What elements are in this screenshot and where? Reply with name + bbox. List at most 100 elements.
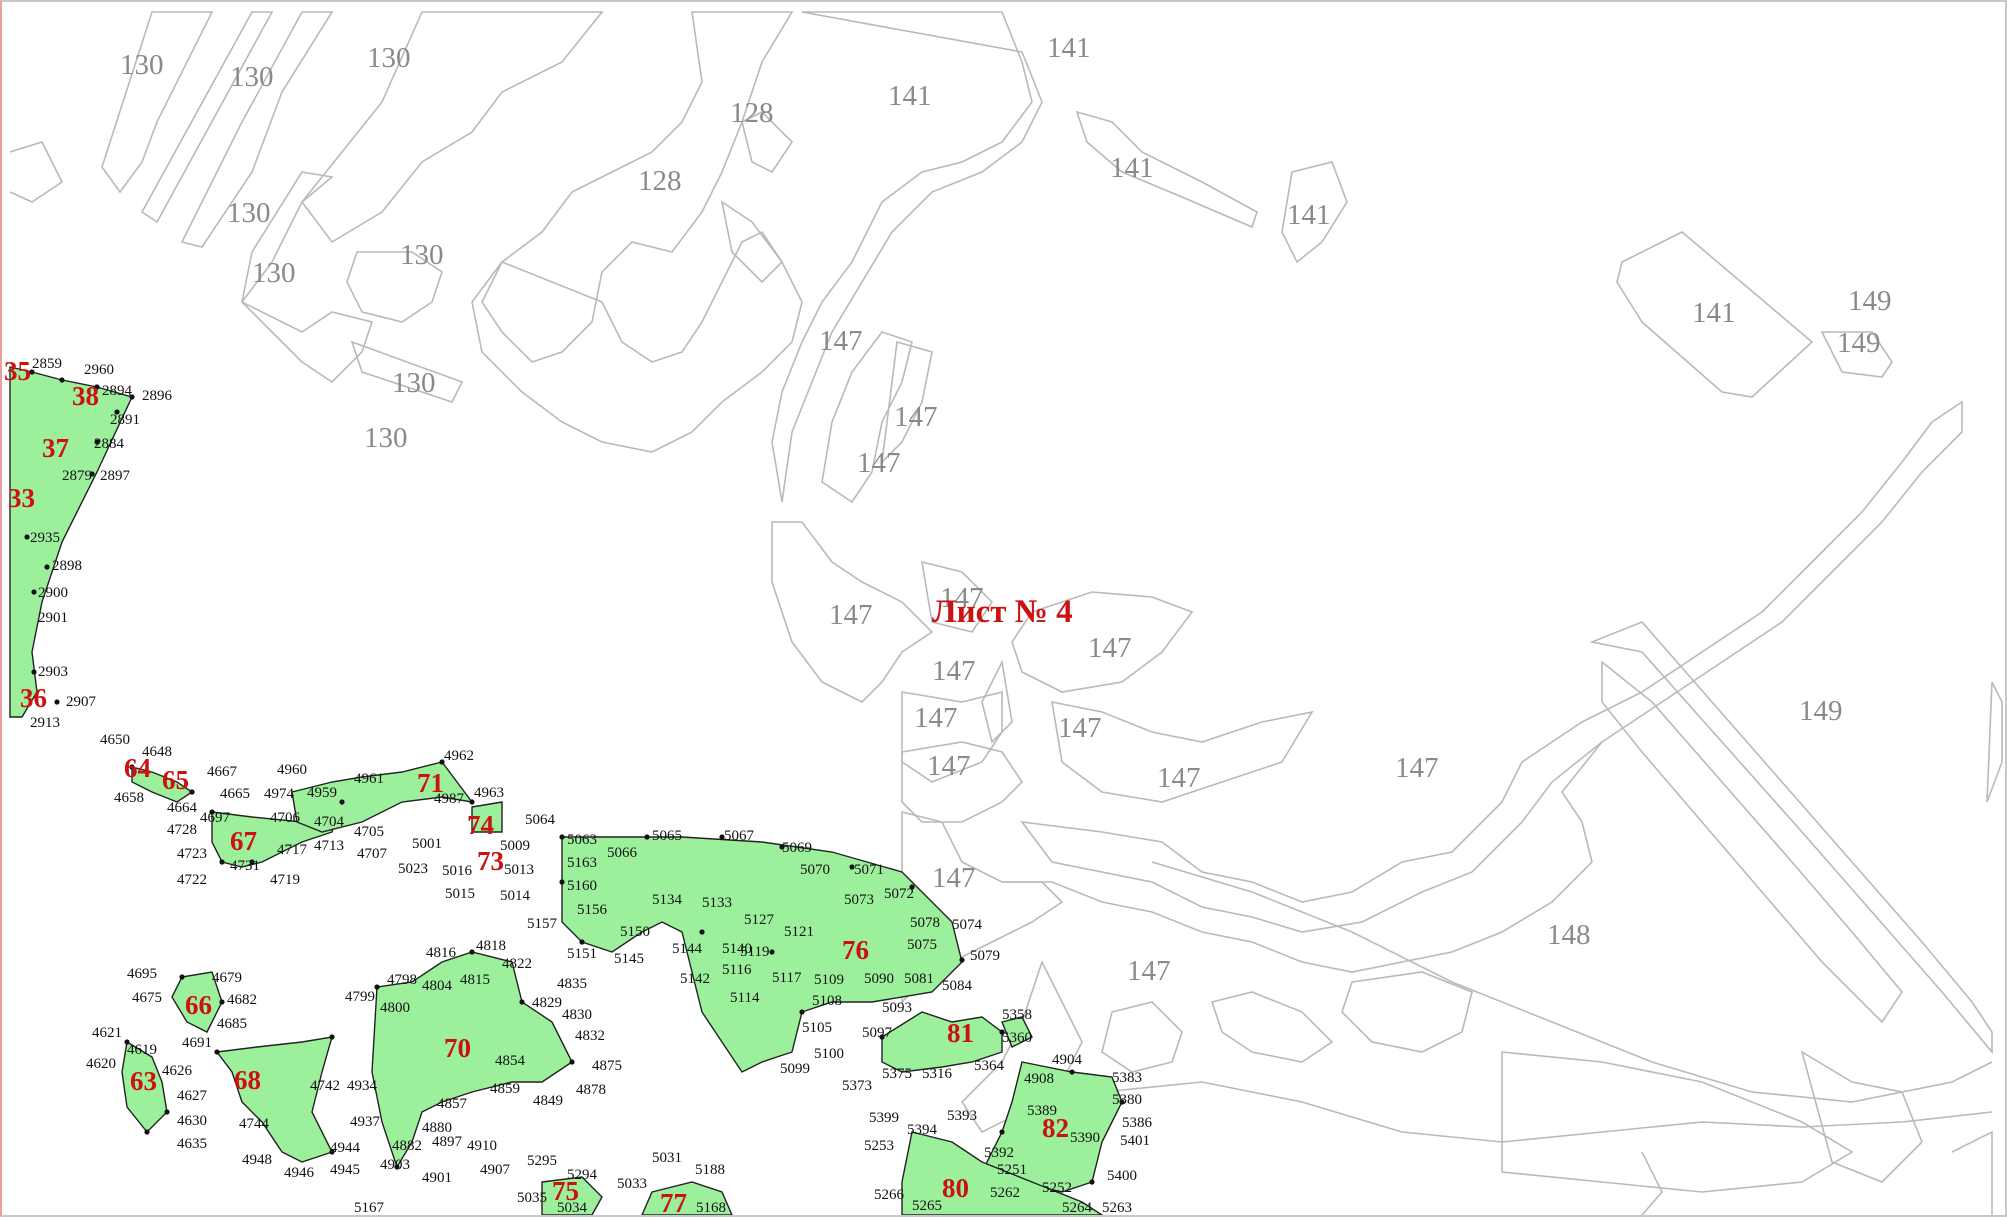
zone-label: 147	[1127, 955, 1171, 987]
zone-boundary	[1601, 660, 1903, 1024]
plot-shape[interactable]	[371, 951, 573, 1169]
point-label: 4910	[467, 1138, 497, 1154]
point-label: 5156	[577, 902, 608, 918]
vertex-point	[394, 1164, 400, 1170]
vertex-point	[31, 589, 37, 595]
point-label: 5116	[722, 962, 752, 978]
plot-shape[interactable]	[641, 1181, 733, 1215]
zone-label: 147	[932, 862, 976, 894]
zone-boundary	[1011, 591, 1194, 693]
point-label: 4705	[354, 824, 384, 840]
plot-numbers: 35 38 37 33 36 64 65 67 71 74 73 76 66 6…	[4, 356, 1069, 1215]
vertex-point	[779, 844, 785, 850]
vertex-point	[644, 834, 650, 840]
zone-boundary	[1616, 231, 1814, 398]
point-label: 4829	[532, 995, 562, 1011]
point-label: 5393	[947, 1108, 977, 1124]
vertex-point	[339, 799, 345, 805]
plot-number: 74	[467, 810, 494, 840]
point-label: 5117	[772, 970, 802, 986]
point-label: 5074	[952, 917, 983, 933]
zone-boundary	[821, 331, 913, 504]
point-label: 2913	[30, 715, 60, 731]
zone-label: 148	[1547, 919, 1591, 951]
plot-shape[interactable]	[901, 1131, 1104, 1215]
plot-shape[interactable]	[980, 1061, 1123, 1193]
zone-label: 130	[400, 239, 444, 271]
point-label: 5069	[782, 840, 812, 856]
plot-shape[interactable]	[1001, 1016, 1033, 1048]
vertex-point	[374, 984, 380, 990]
zone-label: 130	[364, 422, 408, 454]
point-label: 4619	[127, 1042, 157, 1058]
point-label: 4695	[127, 966, 157, 982]
point-label: 4908	[1024, 1071, 1054, 1087]
point-label: 5144	[672, 941, 703, 957]
point-label: 5263	[1102, 1200, 1132, 1215]
point-label: 5390	[1070, 1130, 1100, 1146]
point-label: 5031	[652, 1150, 682, 1166]
plot-number: 73	[477, 846, 504, 876]
plot-number: 65	[162, 765, 189, 795]
plot-number: 63	[130, 1066, 157, 1096]
point-label: 2891	[110, 412, 140, 428]
point-label: 5097	[862, 1025, 893, 1041]
vertex-point	[31, 669, 37, 675]
plot-shape[interactable]	[131, 766, 194, 803]
vertex-point	[1069, 1069, 1075, 1075]
plot-number: 66	[185, 990, 212, 1020]
plot-shape[interactable]	[215, 1036, 333, 1163]
point-label: 5034	[557, 1200, 588, 1215]
vertex-point	[89, 471, 95, 477]
zone-boundary	[1341, 971, 1473, 1053]
point-label: 5121	[784, 924, 814, 940]
point-label: 5075	[907, 937, 937, 953]
plot-shape[interactable]	[291, 761, 474, 833]
point-label: 5035	[517, 1190, 547, 1206]
zone-boundary	[180, 11, 334, 248]
zone-boundary	[1641, 1151, 1663, 1215]
point-label: 5033	[617, 1176, 647, 1192]
point-label: 4744	[239, 1116, 270, 1132]
plot-shape[interactable]	[541, 1176, 603, 1215]
plot-shape[interactable]	[561, 836, 963, 1073]
zone-boundary	[1002, 741, 1603, 973]
point-label: 4878	[576, 1082, 606, 1098]
point-label: 5066	[607, 845, 638, 861]
point-label: 5399	[869, 1110, 899, 1126]
zone-label: 149	[1799, 695, 1843, 727]
plot-shape[interactable]	[171, 971, 223, 1033]
zone-boundary	[1986, 681, 2003, 803]
point-label: 4875	[592, 1058, 622, 1074]
point-label: 4987	[434, 791, 465, 807]
point-label: 5093	[882, 1000, 912, 1016]
vertex-point	[129, 394, 135, 400]
plot-shape[interactable]	[881, 1011, 1003, 1073]
plot-number: 76	[842, 935, 869, 965]
zone-label: 141	[1047, 32, 1091, 64]
vertex-point	[559, 834, 565, 840]
vertex-point	[769, 949, 775, 955]
point-label: 4707	[357, 846, 388, 862]
point-label: 4667	[207, 764, 238, 780]
point-label: 4857	[437, 1096, 468, 1112]
zone-boundary	[240, 171, 374, 384]
point-label: 4901	[422, 1170, 452, 1186]
zone-label: 147	[894, 401, 938, 433]
point-label: 4903	[380, 1157, 410, 1173]
point-label: 5014	[500, 888, 531, 904]
vertex-point	[559, 879, 565, 885]
point-label: 5127	[744, 912, 775, 928]
zone-boundary	[1101, 1081, 1993, 1143]
point-label: 2898	[52, 558, 82, 574]
point-label: 4946	[284, 1165, 315, 1181]
plot-shape[interactable]	[121, 1040, 168, 1134]
point-label: 5145	[614, 951, 644, 967]
plot-number: 36	[20, 683, 47, 713]
point-label: 5067	[724, 828, 755, 844]
point-label: 4897	[432, 1134, 463, 1150]
vertex-point	[54, 699, 60, 705]
plot-shape[interactable]	[471, 801, 503, 833]
